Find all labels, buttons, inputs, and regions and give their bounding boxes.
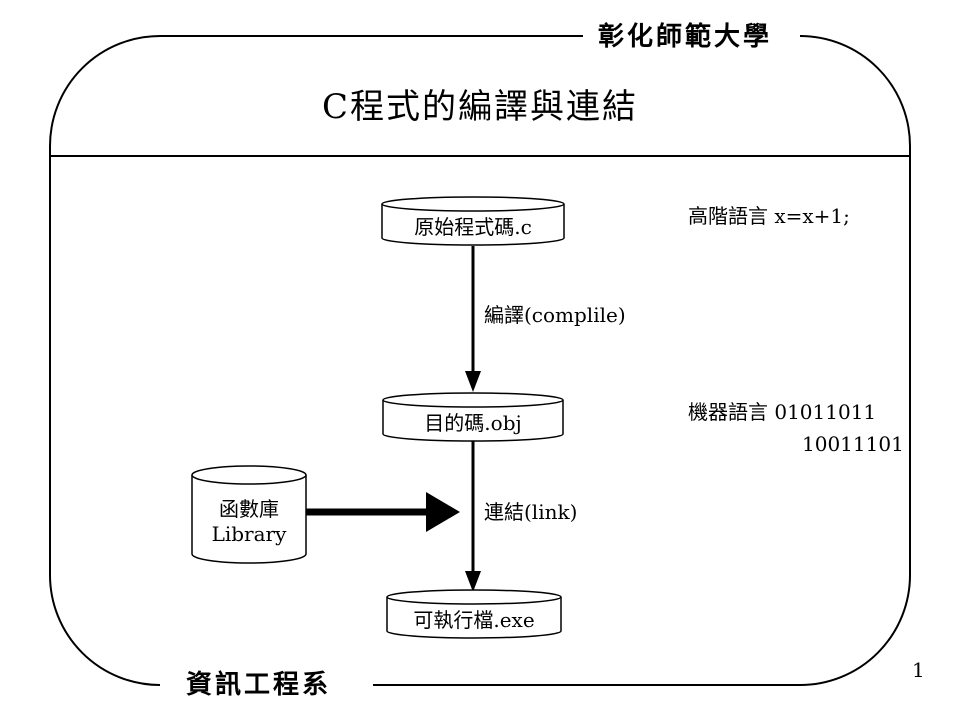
slide-title: C程式的編譯與連結 xyxy=(321,87,638,127)
institution-name: 彰化師範大學 xyxy=(598,22,773,52)
department-name: 資訊工程系 xyxy=(186,670,332,700)
source-file-cylinder xyxy=(381,196,565,246)
link-arrow-head xyxy=(465,571,481,592)
library-arrow-head xyxy=(426,492,460,532)
library-label-en: Library xyxy=(211,522,287,546)
library-cylinder xyxy=(191,465,307,564)
high-level-language-note: 高階語言 x=x+1; xyxy=(688,204,850,228)
library-label: 函數庫 Library xyxy=(192,487,306,557)
frame-border xyxy=(49,35,911,686)
source-file-label: 原始程式碼.c xyxy=(414,214,532,239)
compile-edge-label: 編譯(complile) xyxy=(484,303,626,327)
object-file-label: 目的碼.obj xyxy=(424,410,522,435)
page-number: 1 xyxy=(912,658,925,682)
machine-language-note-line2: 10011101 xyxy=(802,432,904,456)
executable-file-label: 可執行檔.exe xyxy=(413,607,535,632)
object-file-cylinder xyxy=(382,392,564,442)
machine-language-note: 機器語言 01011011 xyxy=(688,400,877,424)
library-label-zh: 函數庫 xyxy=(219,497,279,521)
link-edge-label: 連結(link) xyxy=(484,500,578,524)
compile-arrow-head xyxy=(465,371,481,392)
executable-file-cylinder xyxy=(386,589,562,639)
